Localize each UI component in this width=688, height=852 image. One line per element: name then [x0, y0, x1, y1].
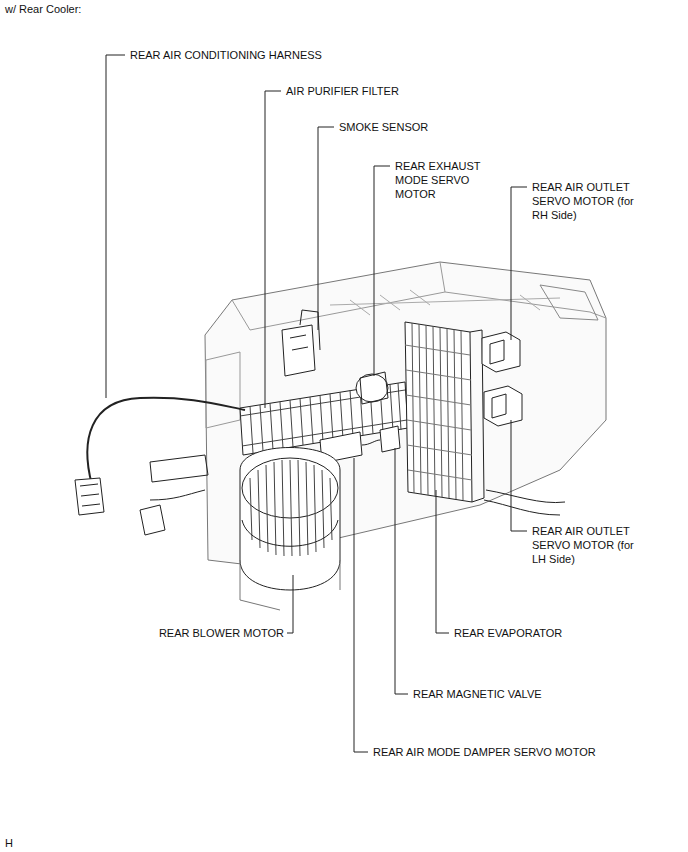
figure-title: w/ Rear Cooler: [4, 2, 82, 16]
part-label: REAR AIR OUTLET SERVO MOTOR (for RH Side… [531, 180, 647, 222]
part-label: REAR BLOWER MOTOR [158, 626, 285, 640]
part-label: REAR MAGNETIC VALVE [412, 687, 543, 701]
part-label: REAR EXHAUST MODE SERVO MOTOR [394, 159, 490, 201]
part-label: REAR AIR CONDITIONING HARNESS [129, 48, 323, 62]
part-label: REAR AIR MODE DAMPER SERVO MOTOR [372, 745, 597, 759]
figure-code: H [4, 836, 14, 850]
part-label: SMOKE SENSOR [338, 120, 429, 134]
part-label: AIR PURIFIER FILTER [285, 84, 400, 98]
part-label: REAR AIR OUTLET SERVO MOTOR (for LH Side… [531, 524, 647, 566]
part-label: REAR EVAPORATOR [453, 626, 563, 640]
